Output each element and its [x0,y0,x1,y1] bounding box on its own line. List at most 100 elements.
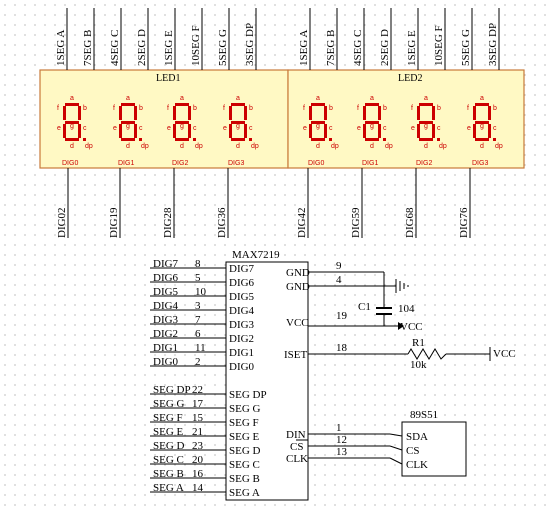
bus-wire [389,457,403,465]
pin-number: 18 [336,342,348,354]
net-label: DIG1 [153,342,178,354]
net-label: SEG E [153,426,184,438]
segment-c [188,124,191,138]
segment-letter: d [180,143,184,150]
segment-g [365,121,379,124]
net-label: DIG2 [153,328,178,340]
pin-number: 12 [336,434,347,446]
segment-a [311,103,325,106]
segment-letter: g [316,123,320,130]
segment-letter: g [70,123,74,130]
top-pin-label: 2SEG D [379,29,391,66]
pin-name: DIG2 [229,333,254,345]
pin-number: 15 [192,412,204,424]
segment-f [363,106,366,120]
segment-letter: d [316,143,320,150]
pin-name: DIG6 [229,277,255,289]
segment-b [488,106,491,120]
segment-letter: a [480,95,484,102]
segment-g [175,121,189,124]
pin-name: CS [290,441,303,453]
pin-number: 16 [192,468,204,480]
pin-name: DIG1 [229,347,254,359]
segment-c [324,124,327,138]
segment-a [365,103,379,106]
bottom-pin-label: DIG76 [458,207,470,238]
segment-letter: a [424,95,428,102]
mcu-name: 89S51 [410,409,438,421]
net-label: SEG F [153,412,183,424]
mcu-pin-name: CLK [406,459,428,471]
segment-letter: g [180,123,184,130]
net-label: SEG A [153,482,184,494]
segment-letter: e [57,125,61,132]
segment-letter: b [329,105,333,112]
pin-name: DIG4 [229,305,255,317]
segment-letter: a [70,95,74,102]
pin-name: SEG B [229,473,260,485]
segment-e [363,124,366,138]
segment-letter: g [370,123,374,130]
segment-d [231,138,245,141]
pin-name: SEG F [229,417,259,429]
segment-e [229,124,232,138]
pin-name: CLK [286,453,308,465]
pin-name: DIG7 [229,263,255,275]
segment-d [65,138,79,141]
segment-e [473,124,476,138]
segment-letter: a [126,95,130,102]
vcc-arrow-icon [398,322,404,330]
net-label: SEG C [153,454,184,466]
top-pin-label: 5SEG G [217,29,229,66]
net-label: SEG G [153,398,185,410]
segment-letter: d [370,143,374,150]
pin-number: 22 [192,384,203,396]
segment-letter: dp [251,143,259,150]
segment-letter: b [493,105,497,112]
segment-letter: f [167,105,169,112]
bottom-pin-label: DIG28 [162,207,174,238]
segment-letter: dp [439,143,447,150]
pin-number: 9 [336,260,342,272]
bottom-pin-label: DIG19 [108,207,120,238]
segment-letter: e [113,125,117,132]
segment-letter: f [357,105,359,112]
pin-number: 3 [195,300,201,312]
segment-e [173,124,176,138]
chip-name: MAX7219 [232,249,280,261]
segment-c [78,124,81,138]
segment-letter: d [424,143,428,150]
segment-letter: dp [85,143,93,150]
pin-number: 2 [195,356,201,368]
resistor-ref: R1 [412,337,425,349]
segment-letter: b [139,105,143,112]
segment-letter: c [383,125,387,132]
top-pin-label: 10SEG F [433,25,445,66]
net-label: DIG5 [153,286,179,298]
segment-letter: f [303,105,305,112]
segment-letter: c [83,125,87,132]
segment-b [378,106,381,120]
top-pin-label: 5SEG G [460,29,472,66]
pin-name: DIN [286,429,306,441]
segment-letter: b [83,105,87,112]
resistor-value: 10k [410,359,427,371]
bottom-pin-label: DIG42 [296,207,308,238]
segment-letter: b [193,105,197,112]
segment-g [475,121,489,124]
segment-letter: d [70,143,74,150]
segment-g [65,121,79,124]
pin-number: 4 [336,274,342,286]
segment-a [231,103,245,106]
segment-a [65,103,79,106]
segment-letter: f [411,105,413,112]
pin-name: SEG C [229,459,260,471]
resistor-net: VCC [493,348,516,360]
vcc-label: VCC [400,321,423,333]
segment-d [311,138,325,141]
top-pin-label: 3SEG DP [244,23,256,66]
segment-letter: dp [331,143,339,150]
bottom-pin-label: DIG59 [350,207,362,238]
segment-f [119,106,122,120]
pin-number: 8 [195,258,201,270]
